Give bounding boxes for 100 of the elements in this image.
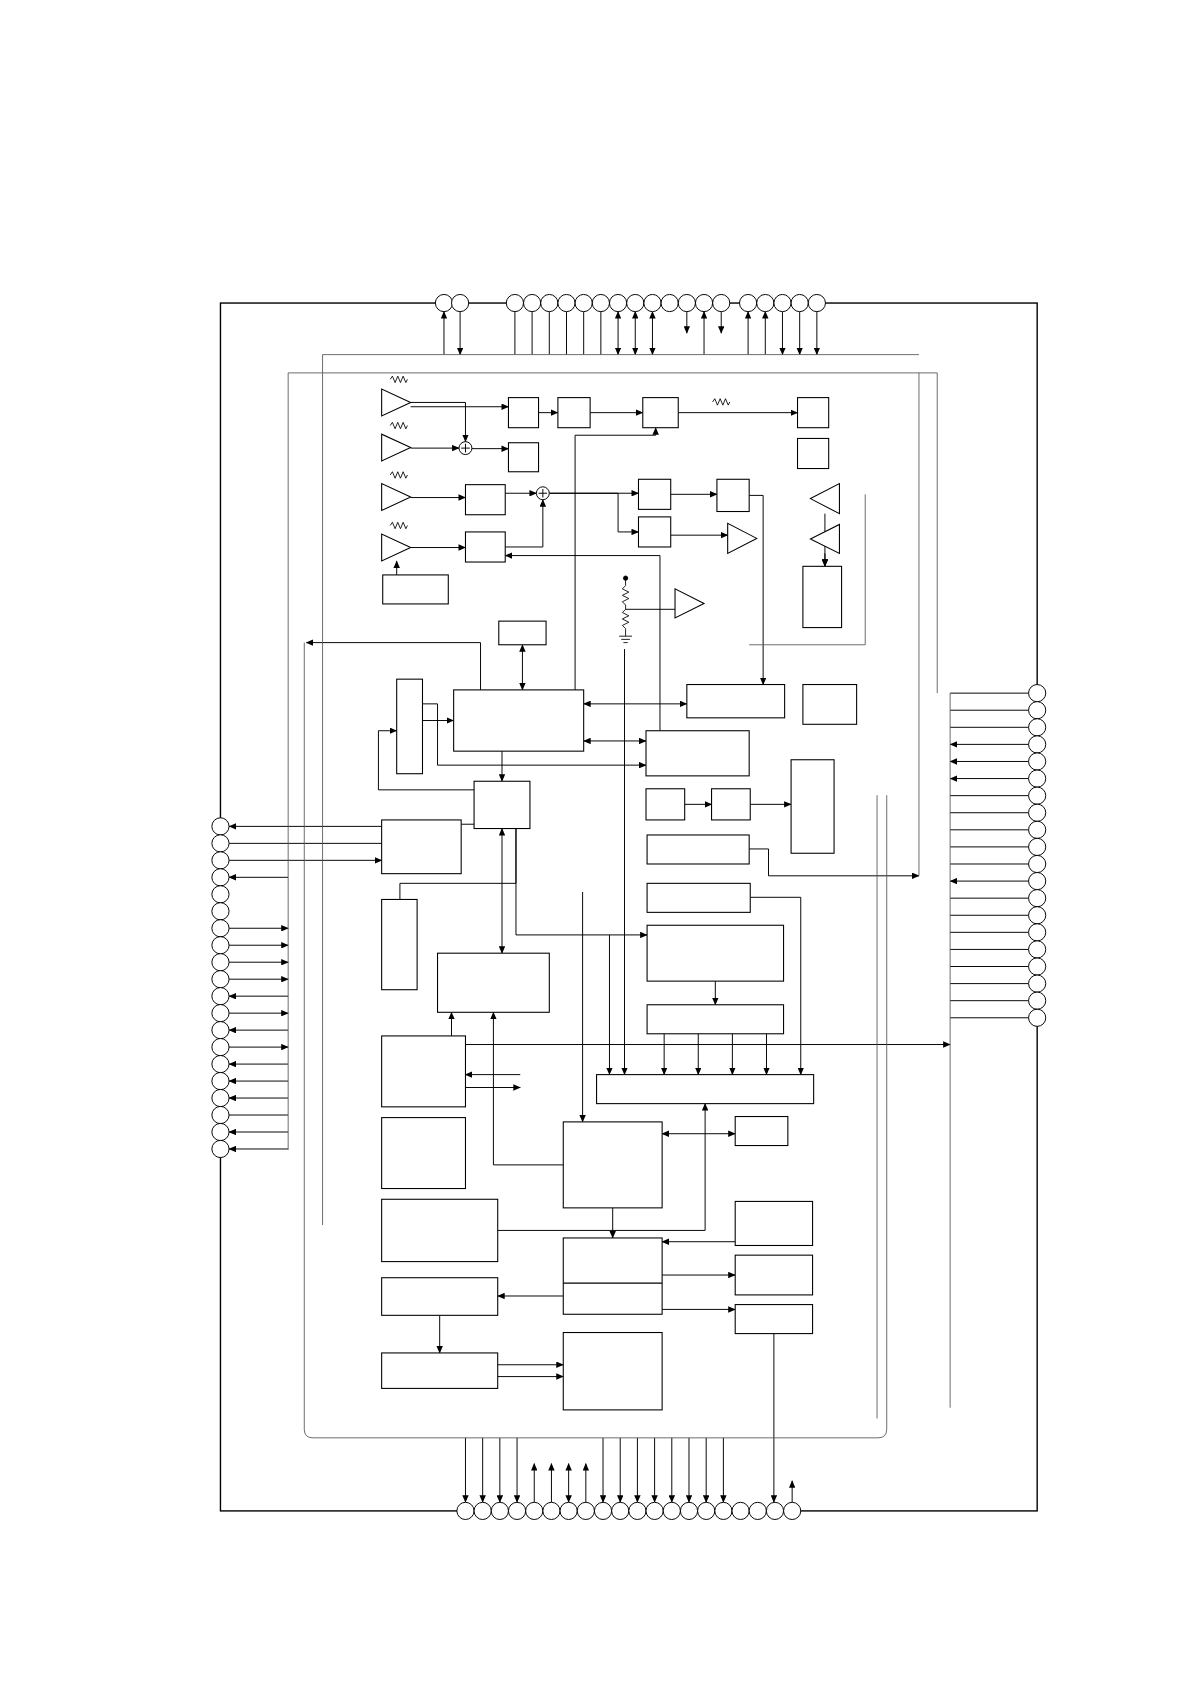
- pin-circle: [211, 868, 230, 887]
- block-box: [498, 620, 547, 646]
- block-box: [557, 397, 591, 429]
- connector-line: [949, 914, 1030, 916]
- pin-circle: [490, 1501, 509, 1520]
- pin-circle: [211, 885, 230, 904]
- pin-circle: [677, 293, 696, 313]
- arrow: [632, 311, 639, 356]
- pin-circle: [765, 1501, 785, 1520]
- pin-circle: [1028, 718, 1047, 737]
- block-box: [637, 516, 672, 548]
- block-box: [645, 730, 750, 777]
- pin-circle: [211, 1088, 230, 1108]
- connector-line: [514, 311, 516, 356]
- block-box: [734, 1304, 814, 1335]
- connector-line: [949, 1017, 1030, 1019]
- connector-line: [625, 608, 676, 610]
- pin-circle: [211, 1122, 230, 1142]
- pin-circle: [211, 936, 230, 955]
- block-box: [646, 834, 750, 865]
- block-box: [562, 1237, 663, 1315]
- block-box: [453, 689, 585, 752]
- pin-circle: [473, 1501, 492, 1520]
- pin-circle: [1028, 837, 1047, 856]
- block-box: [646, 924, 785, 982]
- connector-line: [399, 828, 517, 900]
- block-box: [686, 684, 786, 719]
- block-box: [642, 397, 679, 429]
- pin-circle: [1028, 991, 1047, 1010]
- pin-circle: [211, 1004, 230, 1023]
- pin-circle: [507, 1501, 527, 1520]
- connector-line: [228, 1114, 289, 1116]
- pin-circle: [1028, 889, 1047, 908]
- pin-circle: [211, 1072, 230, 1091]
- pin-circle: [1028, 1008, 1047, 1027]
- block-box: [382, 574, 449, 605]
- pin-circle: [1028, 906, 1047, 925]
- pin-circle: [1028, 957, 1047, 976]
- pin-circle: [1028, 854, 1047, 874]
- pin-circle: [211, 817, 230, 836]
- pin-circle: [1028, 872, 1047, 891]
- pin-circle: [1028, 684, 1047, 703]
- pin-circle: [739, 293, 758, 313]
- pin-circle: [1028, 923, 1047, 942]
- pin-circle: [712, 293, 731, 313]
- block-box: [797, 437, 830, 470]
- pin-circle: [645, 1501, 664, 1520]
- pin-circle: [211, 851, 230, 870]
- pin-circle: [1028, 735, 1047, 754]
- pin-circle: [576, 1501, 595, 1520]
- pin-circle: [731, 1501, 750, 1520]
- block-box: [464, 484, 506, 516]
- block-box: [797, 397, 830, 429]
- block-box: [562, 1332, 663, 1411]
- block-box: [381, 1035, 466, 1108]
- block-box: [381, 1277, 499, 1316]
- pin-circle: [1028, 701, 1047, 720]
- connector-line: [583, 311, 585, 356]
- amplifier-triangle: [809, 523, 840, 555]
- block-box: [637, 478, 672, 510]
- block-box: [802, 565, 843, 629]
- pin-circle: [714, 1501, 733, 1520]
- amplifier-triangle: [809, 482, 840, 515]
- block-box: [711, 788, 751, 821]
- connector-line: [949, 983, 1030, 985]
- connector-line: [548, 311, 550, 356]
- pin-circle: [542, 1501, 561, 1520]
- block-box: [473, 780, 531, 830]
- block-box: [381, 1117, 466, 1190]
- pin-circle: [211, 1038, 230, 1057]
- pin-circle: [593, 1501, 613, 1520]
- pin-circle: [525, 1501, 544, 1520]
- pin-circle: [609, 293, 628, 313]
- pin-circle: [783, 1501, 802, 1520]
- connector-line: [949, 863, 1030, 865]
- pin-circle: [574, 293, 593, 313]
- chip-outline: [219, 302, 1038, 1512]
- pin-circle: [611, 1501, 630, 1520]
- block-box: [596, 1074, 815, 1105]
- block-box: [464, 531, 506, 563]
- arrow: [649, 311, 656, 356]
- pin-circle: [697, 1501, 716, 1520]
- connector-line: [566, 311, 567, 356]
- block-box: [716, 478, 750, 513]
- block-box: [802, 684, 858, 725]
- pin-circle: [679, 1501, 699, 1520]
- pin-circle: [211, 987, 230, 1006]
- pin-circle: [662, 1501, 681, 1520]
- pin-circle: [451, 293, 470, 313]
- pin-circle: [643, 293, 662, 313]
- amplifier-triangle: [381, 533, 412, 562]
- pin-circle: [591, 293, 610, 313]
- arrow: [565, 1463, 572, 1503]
- pin-circle: [790, 293, 809, 313]
- pin-circle: [211, 834, 230, 853]
- block-box: [381, 819, 462, 875]
- pin-circle: [540, 293, 559, 313]
- pin-circle: [211, 919, 230, 938]
- block-box: [381, 1352, 499, 1389]
- block-box: [381, 1198, 499, 1263]
